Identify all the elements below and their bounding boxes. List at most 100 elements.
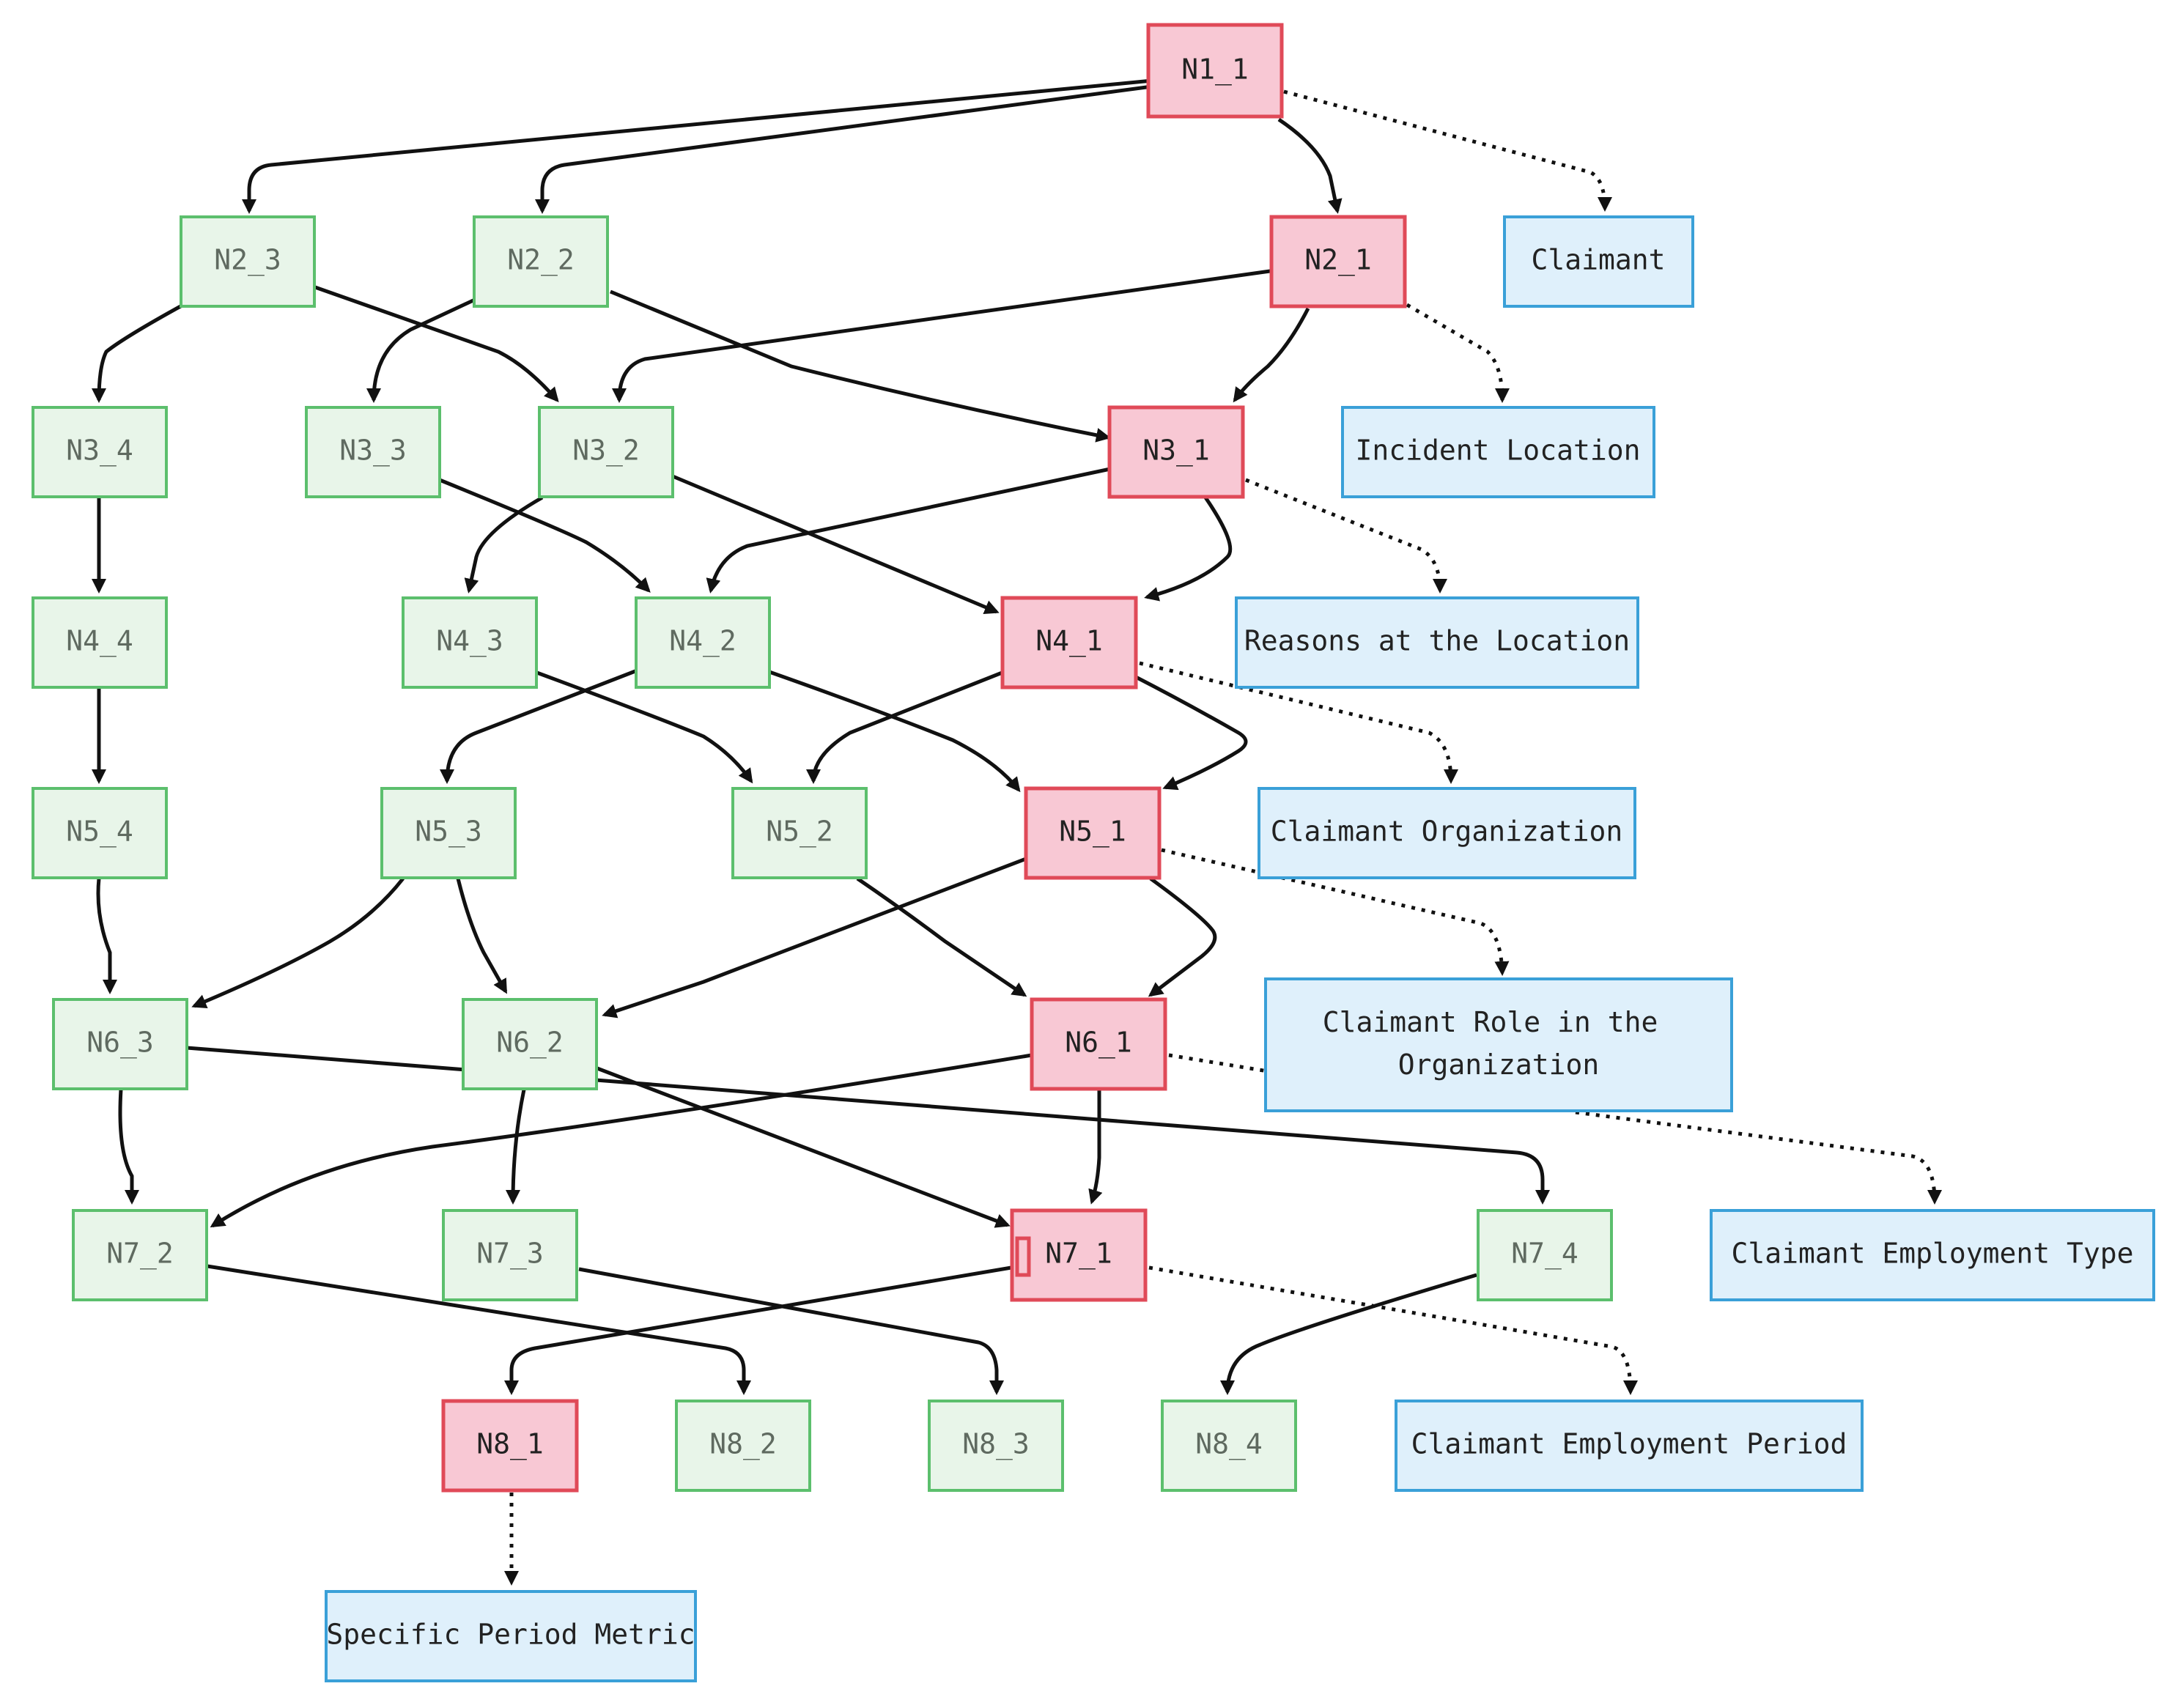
node-n5_4[interactable]: N5_4 <box>32 787 168 879</box>
label-box-claimant-employment-type-text: Claimant Employment Type <box>1731 1238 2133 1270</box>
node-n5_2[interactable]: N5_2 <box>731 787 868 879</box>
node-n3_4[interactable]: N3_4 <box>32 406 168 498</box>
edge-n6_3-n7_2 <box>118 1089 139 1205</box>
label-box-specific-period-metric: Specific Period Metric <box>325 1590 697 1682</box>
node-n3_2-label: N3_2 <box>572 435 640 467</box>
edge-n1_1-n2_1 <box>1277 117 1343 214</box>
node-n8_4-label: N8_4 <box>1195 1428 1263 1461</box>
label-box-claimant-role: Claimant Role in the Organization <box>1264 977 1733 1112</box>
node-n4_4-label: N4_4 <box>66 625 133 658</box>
node-n3_4-label: N3_4 <box>66 435 133 467</box>
node-n8_3[interactable]: N8_3 <box>928 1400 1064 1492</box>
edge-n3_2-n4_1 <box>672 474 1000 615</box>
edge-n3_2-n4_3 <box>464 495 544 594</box>
edge-n2_1-incident-location <box>1406 303 1510 403</box>
edge-n4_1-claimant-organization <box>1139 661 1458 784</box>
node-n4_2[interactable]: N4_2 <box>635 596 771 689</box>
node-n8_3-label: N8_3 <box>962 1428 1030 1461</box>
nodes: N1_1 N2_3 N2_2 N2_1 Claimant N3_4 N3_3 <box>32 23 2155 1682</box>
edges-dotted <box>504 89 1935 1586</box>
node-n4_3-label: N4_3 <box>436 625 503 658</box>
node-n7_1[interactable]: N7_1 <box>1010 1208 1148 1302</box>
edge-n6_1-n7_1 <box>1088 1090 1103 1205</box>
node-n3_2[interactable]: N3_2 <box>538 406 674 498</box>
node-n7_2-label: N7_2 <box>106 1238 174 1271</box>
node-n2_1-label: N2_1 <box>1304 244 1372 277</box>
edge-n7_1-n8_1 <box>504 1265 1012 1395</box>
node-n6_1-label: N6_1 <box>1065 1027 1132 1060</box>
node-n8_4[interactable]: N8_4 <box>1161 1400 1297 1492</box>
edge-n5_2-n6_1 <box>856 876 1027 997</box>
node-n5_1[interactable]: N5_1 <box>1024 786 1162 880</box>
node-n7_1-label: N7_1 <box>1045 1238 1112 1271</box>
node-n2_2[interactable]: N2_2 <box>473 215 609 308</box>
node-n7_4[interactable]: N7_4 <box>1477 1209 1613 1301</box>
node-n8_2[interactable]: N8_2 <box>675 1400 811 1492</box>
node-n7_3[interactable]: N7_3 <box>442 1209 578 1301</box>
node-n1_1[interactable]: N1_1 <box>1146 23 1284 119</box>
node-n3_3[interactable]: N3_3 <box>305 406 441 498</box>
node-n4_4[interactable]: N4_4 <box>32 596 168 689</box>
node-n8_2-label: N8_2 <box>709 1428 777 1461</box>
edge-n4_2-n5_3 <box>440 668 640 784</box>
edge-n7_4-n8_4 <box>1220 1273 1477 1395</box>
node-n4_3[interactable]: N4_3 <box>402 596 538 689</box>
node-n6_2-label: N6_2 <box>496 1027 564 1060</box>
edge-n3_1-n4_1 <box>1144 496 1233 602</box>
edge-n5_4-n6_3 <box>96 878 117 994</box>
edge-n2_3-n3_2 <box>314 285 559 403</box>
edge-n7_1-claimant-employment-period <box>1148 1265 1638 1395</box>
node-n7_2[interactable]: N7_2 <box>72 1209 208 1301</box>
node-n8_1[interactable]: N8_1 <box>441 1399 579 1493</box>
edge-n1_1-claimant <box>1283 89 1612 212</box>
edge-n7_3-n8_3 <box>578 1267 1004 1395</box>
node-n3_1[interactable]: N3_1 <box>1107 405 1245 499</box>
label-box-claimant-role-text: Claimant Role in the Organization <box>1323 1006 1674 1081</box>
node-n4_1[interactable]: N4_1 <box>1000 596 1138 690</box>
edge-n6_1-n7_2 <box>210 1053 1033 1228</box>
label-box-claimant-employment-period: Claimant Employment Period <box>1395 1400 1864 1492</box>
label-box-specific-period-metric-text: Specific Period Metric <box>326 1619 695 1651</box>
label-box-claimant-employment-period-text: Claimant Employment Period <box>1411 1428 1847 1460</box>
edge-n2_3-n3_4 <box>92 303 185 403</box>
node-n6_1[interactable]: N6_1 <box>1030 997 1167 1091</box>
highlight-marker <box>1015 1236 1031 1277</box>
node-n5_2-label: N5_2 <box>766 816 833 849</box>
node-n5_1-label: N5_1 <box>1059 816 1126 849</box>
edge-n4_3-n5_2 <box>534 670 753 784</box>
node-n6_3[interactable]: N6_3 <box>52 998 188 1090</box>
node-n6_2[interactable]: N6_2 <box>462 998 598 1090</box>
edge-n4_2-n5_1 <box>769 670 1021 793</box>
edge-n3_1-n4_2 <box>706 467 1111 594</box>
edge-n5_3-n6_2 <box>456 878 508 994</box>
edge-n2_2-n3_3 <box>366 297 478 403</box>
label-box-reasons-at-location-text: Reasons at the Location <box>1244 625 1630 657</box>
node-n1_1-label: N1_1 <box>1181 53 1249 86</box>
node-n8_1-label: N8_1 <box>476 1428 544 1461</box>
node-n7_3-label: N7_3 <box>476 1238 544 1271</box>
node-n2_2-label: N2_2 <box>507 244 575 277</box>
edge-n2_2-n3_1 <box>610 289 1111 443</box>
node-n7_4-label: N7_4 <box>1511 1238 1578 1271</box>
edge-n6_2-n7_1 <box>597 1066 1011 1228</box>
label-box-claimant-organization: Claimant Organization <box>1258 787 1636 879</box>
edge-n4_1-n5_2 <box>806 670 1005 784</box>
label-box-claimant-employment-type: Claimant Employment Type <box>1710 1209 2155 1301</box>
node-n5_3[interactable]: N5_3 <box>380 787 517 879</box>
edge-n4_1-n5_1 <box>1134 675 1248 791</box>
node-n5_4-label: N5_4 <box>66 816 133 849</box>
node-n4_2-label: N4_2 <box>669 625 736 658</box>
node-n2_3[interactable]: N2_3 <box>180 215 316 308</box>
label-box-claimant-text: Claimant <box>1531 244 1665 276</box>
node-n2_1[interactable]: N2_1 <box>1269 215 1407 308</box>
edge-n5_1-n6_1 <box>1148 876 1217 997</box>
edge-n1_1-n2_2 <box>535 84 1153 214</box>
edges-solid <box>92 78 1550 1395</box>
node-n3_1-label: N3_1 <box>1142 435 1210 467</box>
label-box-incident-location-text: Incident Location <box>1356 435 1641 467</box>
node-n5_3-label: N5_3 <box>415 816 482 849</box>
edge-n2_1-n3_2 <box>612 269 1271 403</box>
label-box-claimant-organization-text: Claimant Organization <box>1271 816 1622 848</box>
label-box-reasons-at-location: Reasons at the Location <box>1235 596 1639 689</box>
